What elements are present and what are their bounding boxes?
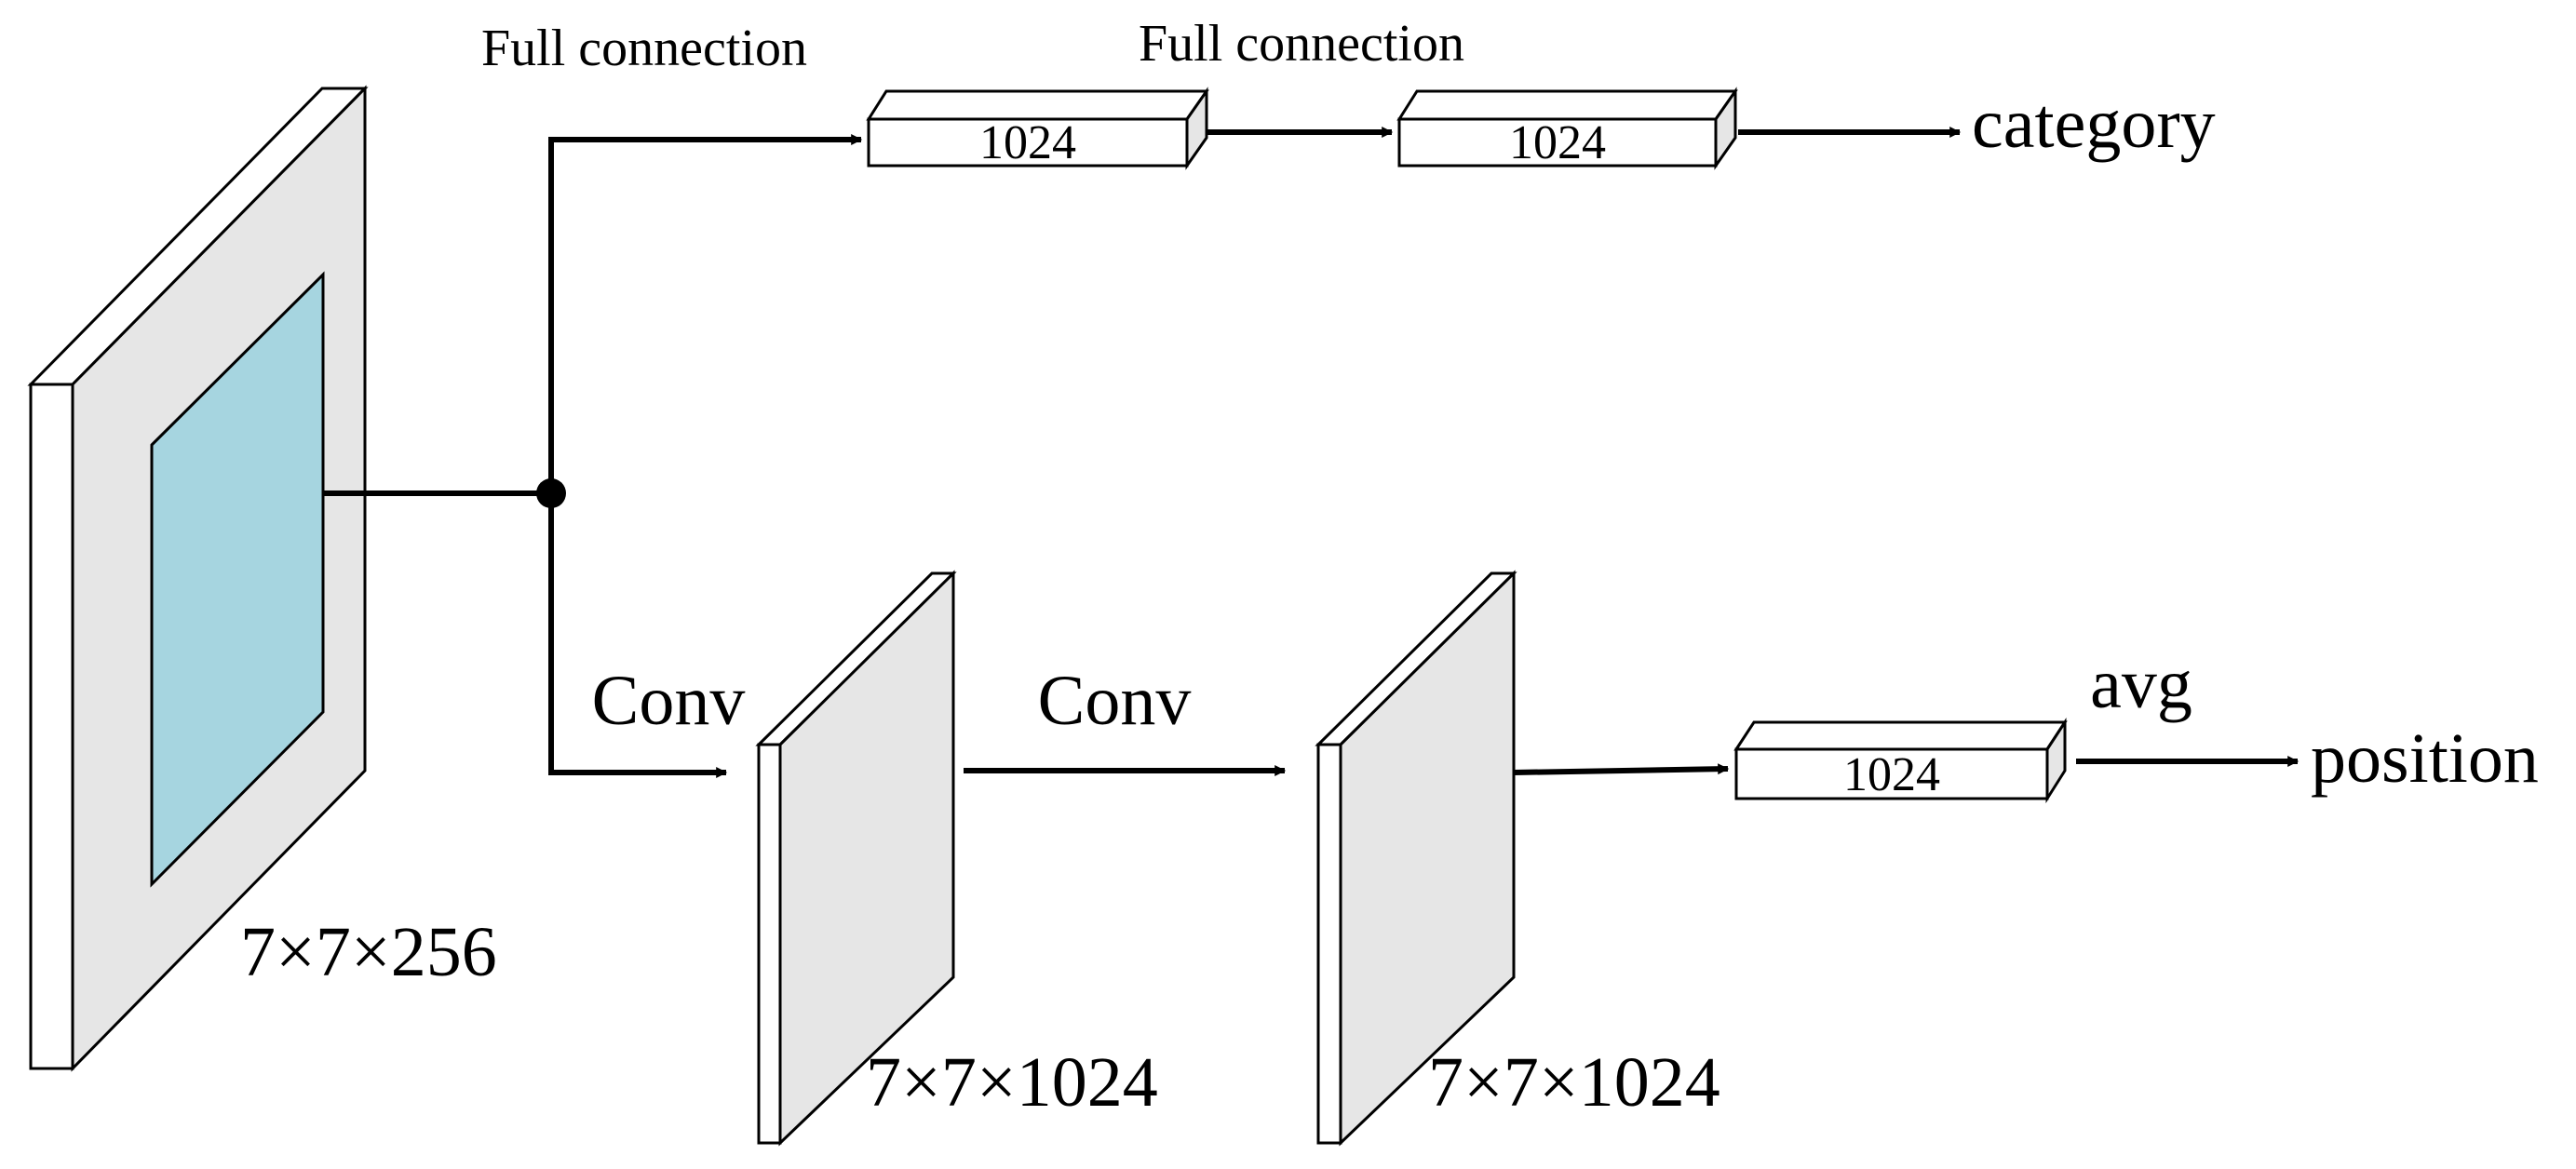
fc-label-1: Full connection	[481, 20, 807, 77]
fc-box-3-front	[1734, 747, 2049, 800]
conv-label-1: Conv	[592, 662, 746, 740]
avg-label: avg	[2090, 645, 2192, 723]
conv-layer-2-edge	[1316, 743, 1342, 1145]
conv-layer-1	[755, 570, 957, 1147]
fc-box-3: 1024	[1733, 717, 2068, 804]
conv2-size-label: 7×7×1024	[1428, 1043, 1720, 1122]
fc-box-2-front	[1397, 117, 1718, 168]
conv-layer-1-edge	[757, 743, 782, 1145]
roi-region	[150, 271, 325, 888]
conv-layer-2	[1315, 570, 1517, 1147]
upper-branch-line	[548, 134, 863, 493]
fc-box-2-label: 1024	[1509, 116, 1606, 169]
conv2-to-fc3-arrow	[1513, 763, 1730, 775]
fc-label-2: Full connection	[1139, 15, 1464, 73]
fc-box-3-top	[1733, 720, 2068, 751]
branch-connectors	[323, 134, 863, 778]
fc-box-1-front	[867, 117, 1189, 168]
lower-branch-line	[548, 493, 728, 778]
input-map-edge	[29, 383, 74, 1070]
category-output-label: category	[1972, 85, 2216, 163]
fc-box-1-top	[866, 89, 1209, 121]
fc-box-1: 1024	[866, 87, 1209, 170]
conv-label-2: Conv	[1038, 662, 1192, 740]
input-feature-map	[27, 85, 369, 1072]
fc-box-2-top	[1396, 89, 1738, 121]
roi-size-label: 7×7×256	[240, 913, 497, 991]
conv-layer-1-face	[778, 570, 955, 1147]
fc-box-1-label: 1024	[979, 116, 1076, 169]
fc-box-3-label: 1024	[1843, 748, 1940, 801]
position-output-label: position	[2311, 719, 2539, 798]
conv1-size-label: 7×7×1024	[866, 1043, 1158, 1122]
conv-layer-2-face	[1339, 570, 1516, 1147]
fc-box-2: 1024	[1396, 87, 1738, 170]
